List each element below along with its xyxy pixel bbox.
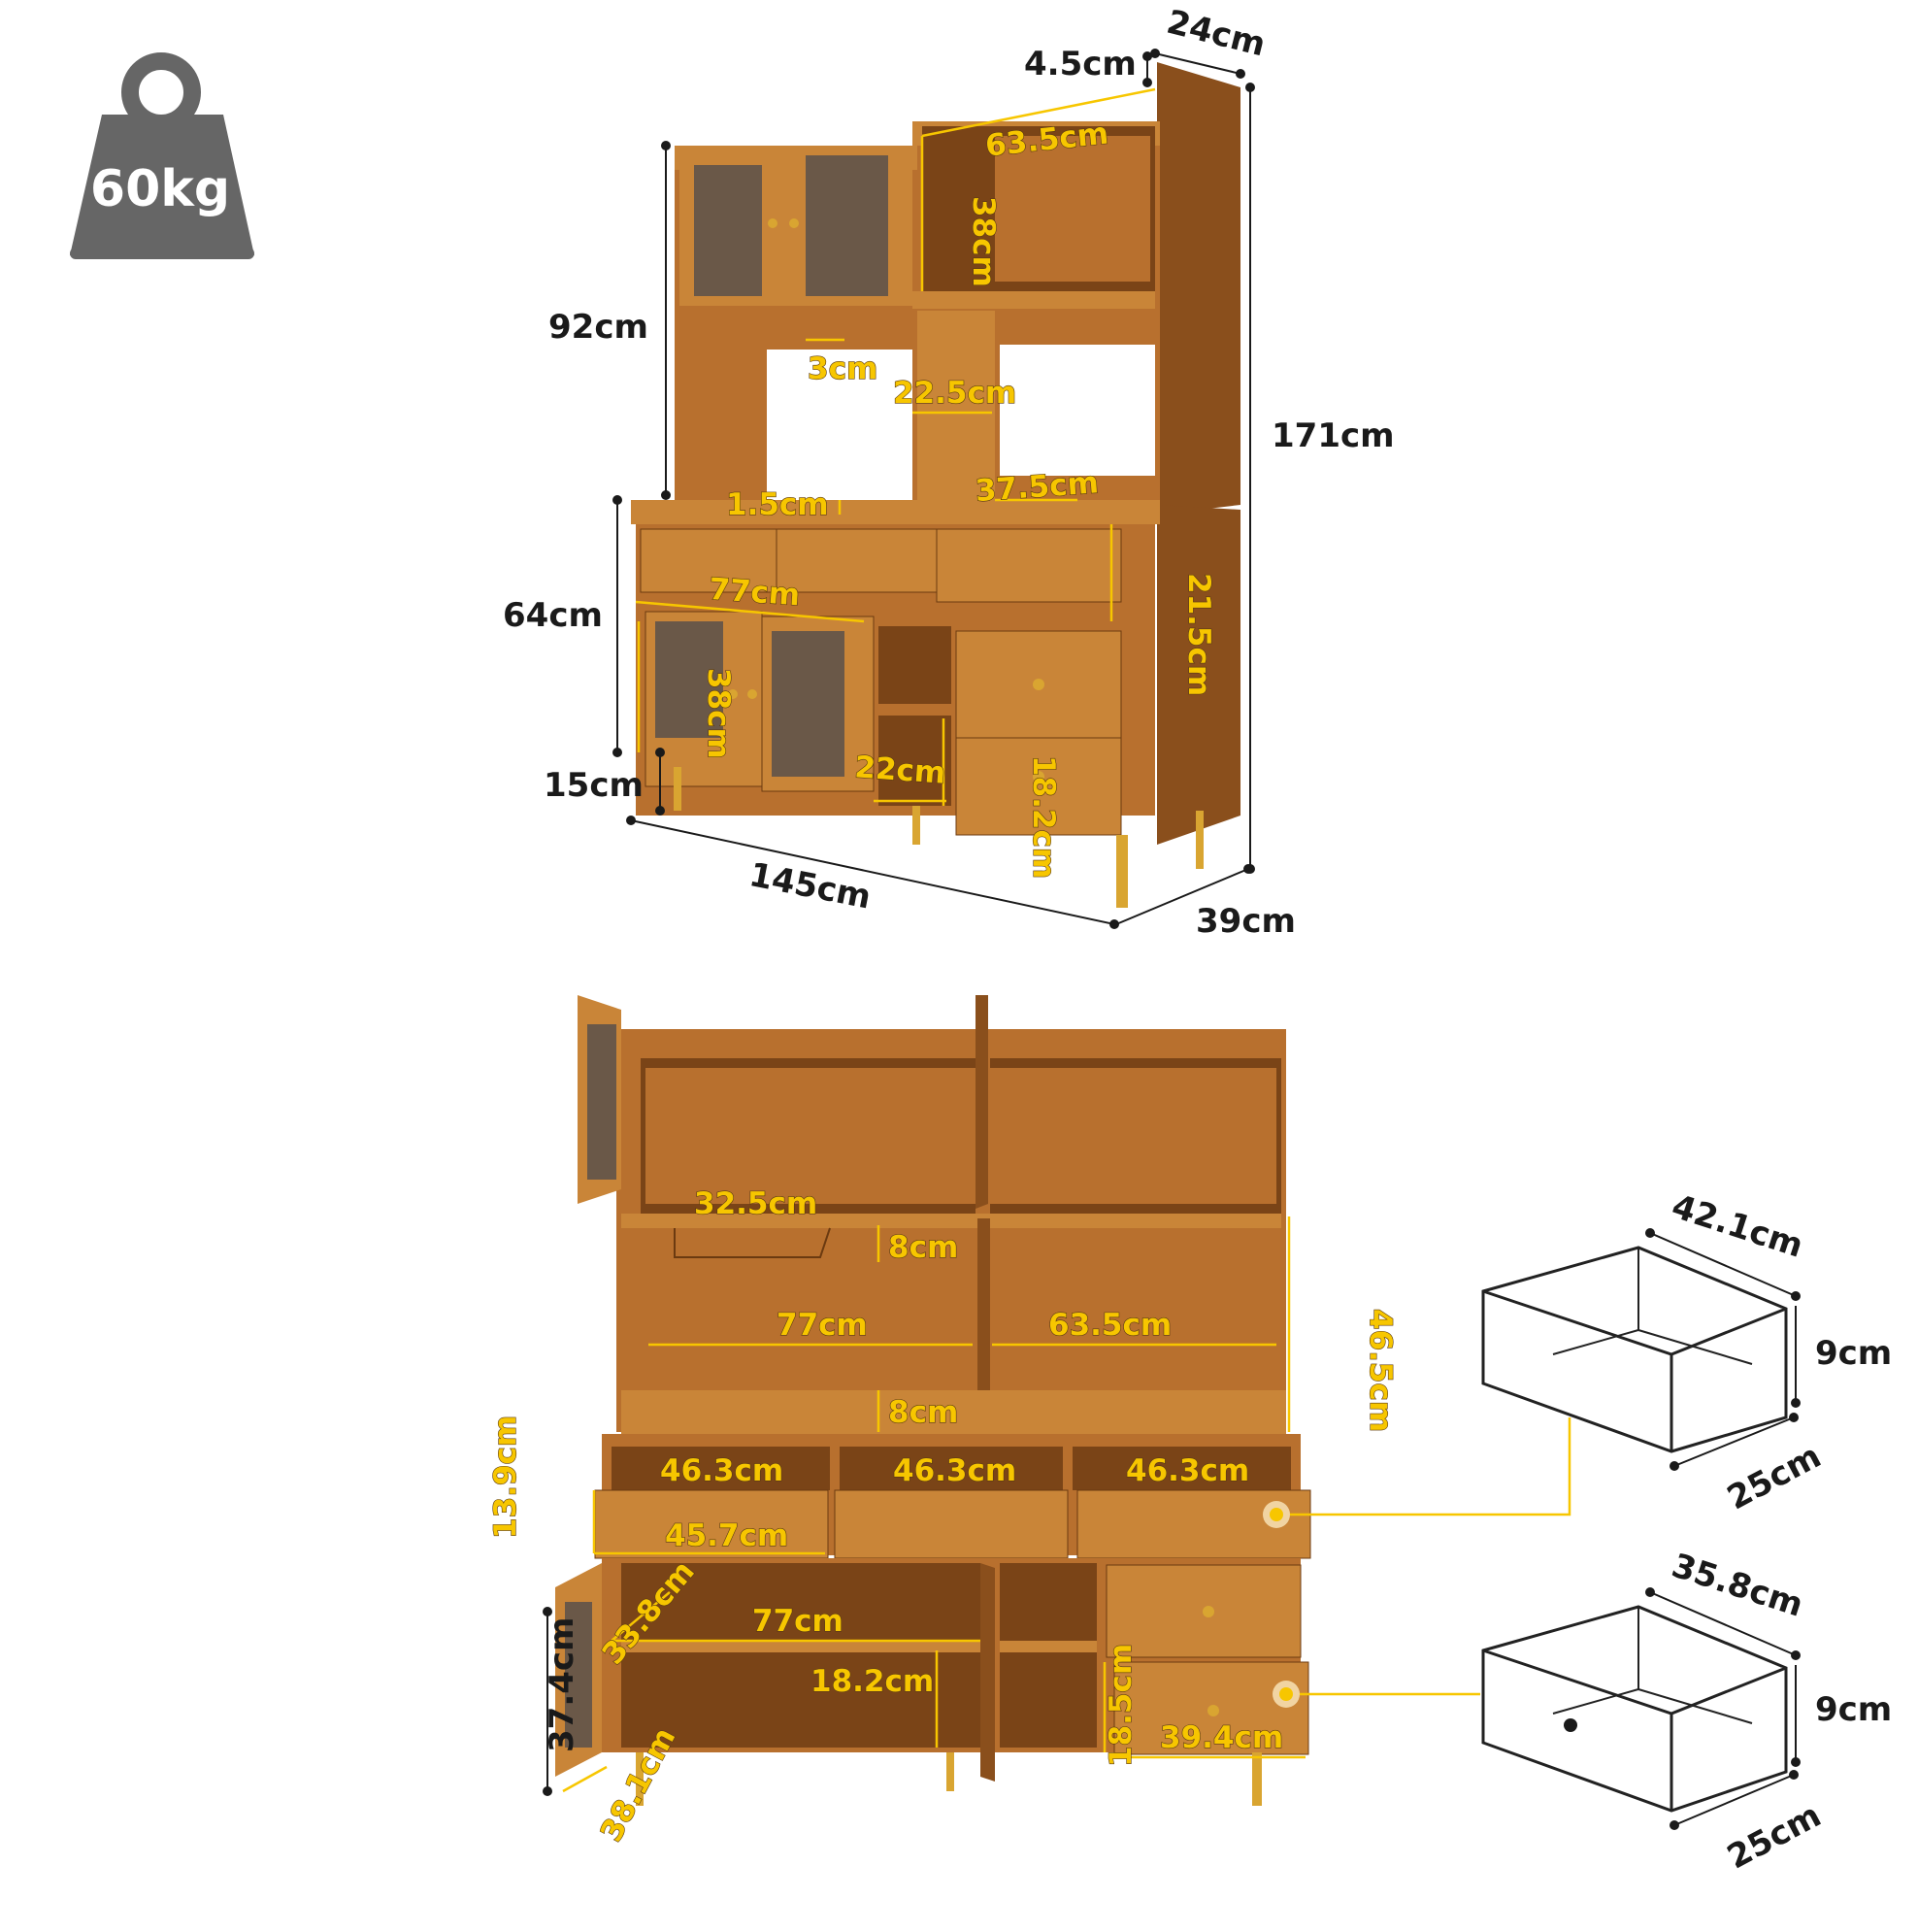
open-width-label: 22.5cm [893, 376, 1016, 411]
open-dimension-lines [543, 1216, 1306, 1796]
top-offset-label: 4.5cm [1024, 45, 1137, 83]
weight-label: 60kg [90, 160, 230, 218]
rack-width-label: 32.5cm [694, 1186, 817, 1221]
lower-height-label: 64cm [503, 596, 603, 635]
cabinet-width-open-label: 77cm [752, 1604, 843, 1639]
glass-door-lower-left [655, 621, 723, 738]
front-dimension-lines [612, 49, 1255, 929]
drawer-bottom-width-label: 35.8cm [1667, 1547, 1807, 1625]
lower-door-height-label: 38cm [701, 668, 736, 759]
shelf-gap-label: 8cm [888, 1395, 958, 1430]
front-view-cabinet [631, 62, 1240, 908]
drawer-knob-icon [1564, 1718, 1577, 1732]
overall-height-label: 171cm [1272, 416, 1395, 455]
glass-door-lower-right [772, 631, 844, 777]
leg-height-label: 15cm [544, 766, 644, 805]
drawer-diagram-top [1481, 1228, 1801, 1471]
rack-gap-open-label: 8cm [888, 1230, 958, 1265]
drawer-outer-label: 45.7cm [665, 1518, 788, 1553]
drawer-height-label: 21.5cm [1181, 573, 1216, 696]
upper-height-label: 92cm [548, 308, 648, 347]
drawer-inner-2-label: 46.3cm [893, 1453, 1016, 1488]
open-height-label: 46.5cm [1363, 1309, 1398, 1432]
top-depth-label: 24cm [1163, 3, 1270, 65]
drawer-top-height-label: 9cm [1815, 1334, 1892, 1373]
door-height-open-label: 37.4cm [543, 1617, 581, 1752]
lower-door-width-label: 77cm [708, 572, 801, 613]
glass-door-upper-left [694, 165, 762, 296]
drawer-top-depth-label: 25cm [1721, 1437, 1828, 1518]
weight-icon [70, 52, 254, 259]
drawer-bottom-height-label: 9cm [1815, 1690, 1892, 1729]
glass-door-upper-right [806, 155, 888, 296]
open-view-cabinet [555, 995, 1571, 1806]
drawer-diagram-bottom [1481, 1587, 1801, 1830]
niche-width-label: 22cm [853, 749, 946, 790]
rack-gap-label: 3cm [808, 351, 877, 386]
overall-depth-label: 39cm [1196, 902, 1296, 941]
drawer-bottom-depth-label: 25cm [1721, 1796, 1828, 1878]
drawer-top-width-label: 42.1cm [1667, 1187, 1807, 1266]
niche-height-open-label: 18.2cm [810, 1664, 934, 1699]
shelf-thickness-label: 1.5cm [726, 487, 829, 522]
drawer-inner-1-label: 46.3cm [660, 1453, 783, 1488]
upper-cabinet-height-label: 38cm [966, 196, 1001, 287]
drawer-inner-3-label: 46.3cm [1126, 1453, 1249, 1488]
left-width-label: 77cm [777, 1308, 868, 1343]
niche-height-label: 18.2cm [1026, 755, 1061, 879]
drawer-height-open-label: 13.9cm [488, 1416, 523, 1539]
right-width-label: 63.5cm [1048, 1308, 1172, 1343]
side-drawer-height-label: 18.5cm [1104, 1644, 1139, 1767]
side-drawer-width-label: 39.4cm [1160, 1720, 1283, 1755]
overall-width-label: 145cm [746, 855, 875, 916]
